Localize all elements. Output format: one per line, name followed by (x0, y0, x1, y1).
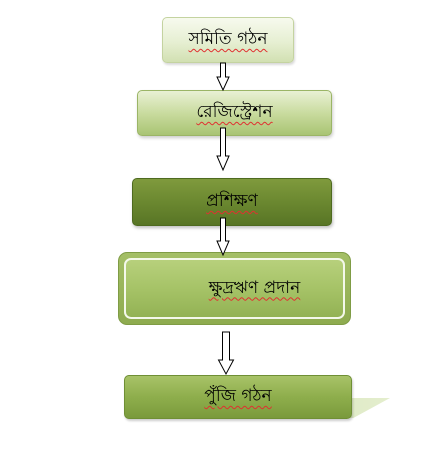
arrow-down-icon (217, 331, 235, 376)
step-3-label: প্রশিক্ষণ (206, 191, 258, 211)
step-5-label: পুঁজি গঠন (204, 386, 272, 406)
arrow-down-icon (216, 62, 230, 92)
step-2-box: রেজিস্ট্রেশন (137, 90, 332, 136)
step-5-box: পুঁজি গঠন (124, 375, 352, 419)
step-4-box: ক্ষুদ্রঋণ প্রদান (124, 258, 345, 319)
step-2-label: রেজিস্ট্রেশন (196, 102, 273, 122)
step-1-label: সমিতি গঠন (188, 29, 268, 49)
step-3-box: প্রশিক্ষণ (132, 178, 332, 226)
step-1-box: সমিতি গঠন (162, 17, 294, 63)
step-4-label: ক্ষুদ্রঋণ প্রদান (208, 277, 301, 298)
